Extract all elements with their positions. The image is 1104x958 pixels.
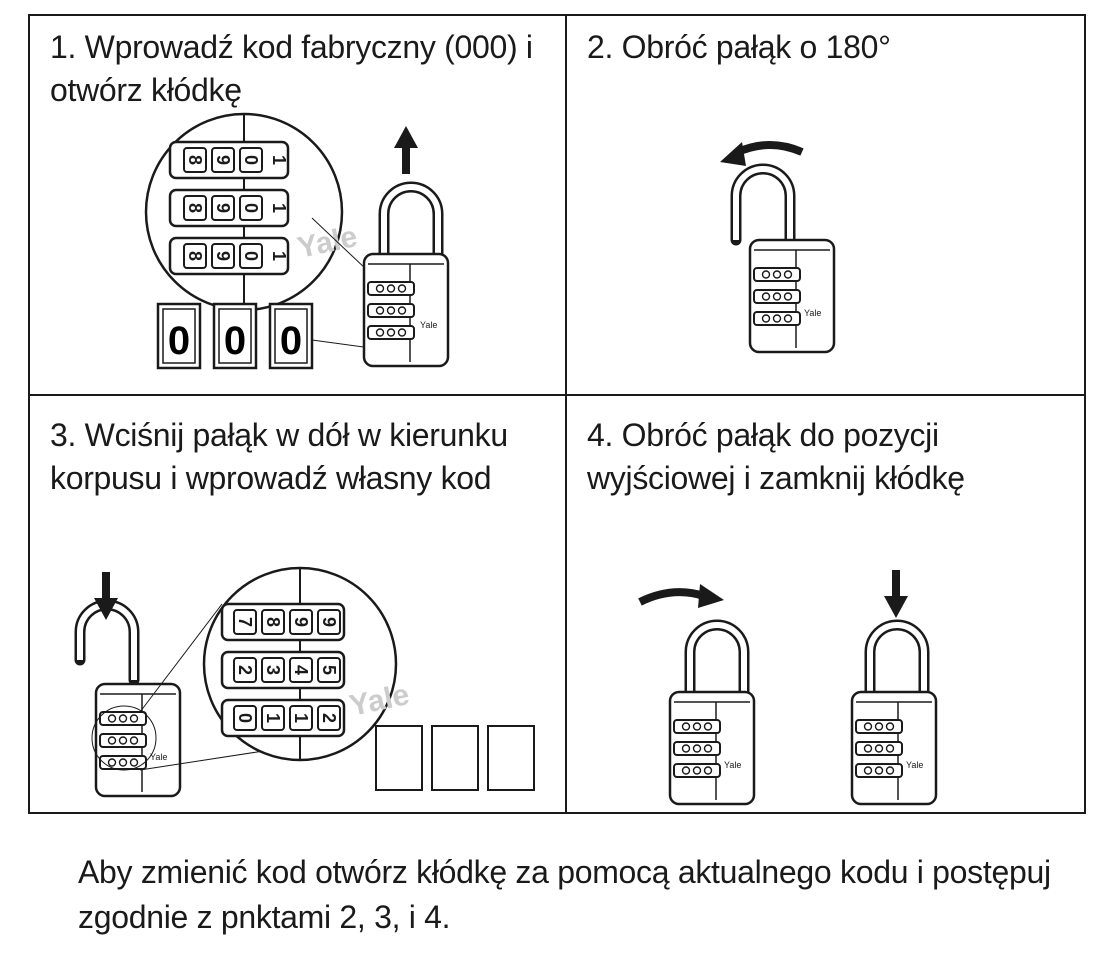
wheel-digit: 9 bbox=[213, 155, 233, 165]
padlock-icon bbox=[668, 690, 756, 806]
padlock-icon bbox=[850, 690, 938, 806]
rotate-left-icon bbox=[720, 141, 804, 166]
rotate-right-icon bbox=[638, 584, 724, 608]
wheel-digit: 8 bbox=[263, 617, 283, 627]
wheel-digit: 1 bbox=[269, 155, 289, 165]
padlock-icon bbox=[748, 238, 836, 354]
yale-mark-small: Yale bbox=[724, 760, 741, 770]
step-2-illustration: Yale bbox=[720, 141, 836, 354]
arrow-up-icon bbox=[394, 126, 418, 174]
horizontal-divider bbox=[28, 394, 1086, 396]
code-digit-1: 0 bbox=[168, 319, 190, 363]
wheel-digit: 8 bbox=[185, 155, 205, 165]
wheel-digit: 7 bbox=[235, 617, 255, 627]
factory-code-boxes: 0 0 0 bbox=[156, 302, 314, 370]
padlock-icon bbox=[362, 252, 450, 368]
wheel-digit: 1 bbox=[291, 713, 311, 723]
code-digit-3: 0 bbox=[280, 319, 302, 363]
wheel-digit: 2 bbox=[235, 665, 255, 675]
yale-mark-small: Yale bbox=[420, 320, 437, 330]
footer-note: Aby zmienić kod otwórz kłódkę za pomocą … bbox=[78, 854, 1051, 935]
yale-mark-small: Yale bbox=[150, 752, 167, 762]
wheel-digit: 0 bbox=[235, 713, 255, 723]
wheel-digit: 8 bbox=[185, 251, 205, 261]
arrow-down-icon bbox=[94, 572, 118, 620]
wheel-digit: 9 bbox=[213, 203, 233, 213]
yale-mark-small: Yale bbox=[804, 308, 821, 318]
wheel-digit: 9 bbox=[291, 617, 311, 627]
wheel-digit: 2 bbox=[319, 713, 339, 723]
yale-mark-small: Yale bbox=[906, 760, 923, 770]
step-1-text: 1. Wprowadź kod fabryczny (000) i otwórz… bbox=[50, 29, 533, 108]
wheel-digit: 3 bbox=[263, 665, 283, 675]
step-2-text: 2. Obróć pałąk o 180° bbox=[587, 29, 891, 65]
wheel-digit: 0 bbox=[241, 251, 261, 261]
wheel-digit: 8 bbox=[185, 203, 205, 213]
wheel-digit: 0 bbox=[241, 203, 261, 213]
vertical-divider bbox=[565, 14, 567, 814]
wheel-digit: 9 bbox=[319, 617, 339, 627]
wheel-digit: 9 bbox=[213, 251, 233, 261]
instruction-grid bbox=[28, 14, 1086, 814]
wheel-digit: 0 bbox=[241, 155, 261, 165]
step-4-illustration: Yale Yale bbox=[638, 570, 938, 806]
wheel-digit: 1 bbox=[269, 203, 289, 213]
new-code-boxes bbox=[375, 725, 535, 791]
code-digit-2: 0 bbox=[224, 319, 246, 363]
wheel-stack-step1 bbox=[168, 140, 290, 276]
wheel-digit: 4 bbox=[291, 665, 311, 675]
padlock-icon bbox=[94, 682, 182, 798]
wheel-digit: 5 bbox=[319, 665, 339, 675]
wheel-digit: 1 bbox=[263, 713, 283, 723]
arrow-down-icon bbox=[884, 570, 908, 618]
step-4-text: 4. Obróć pałąk do pozycji wyjściowej i z… bbox=[587, 417, 965, 496]
step-3-text: 3. Wciśnij pałąk w dół w kierunku korpus… bbox=[50, 417, 508, 496]
wheel-digit: 1 bbox=[269, 251, 289, 261]
